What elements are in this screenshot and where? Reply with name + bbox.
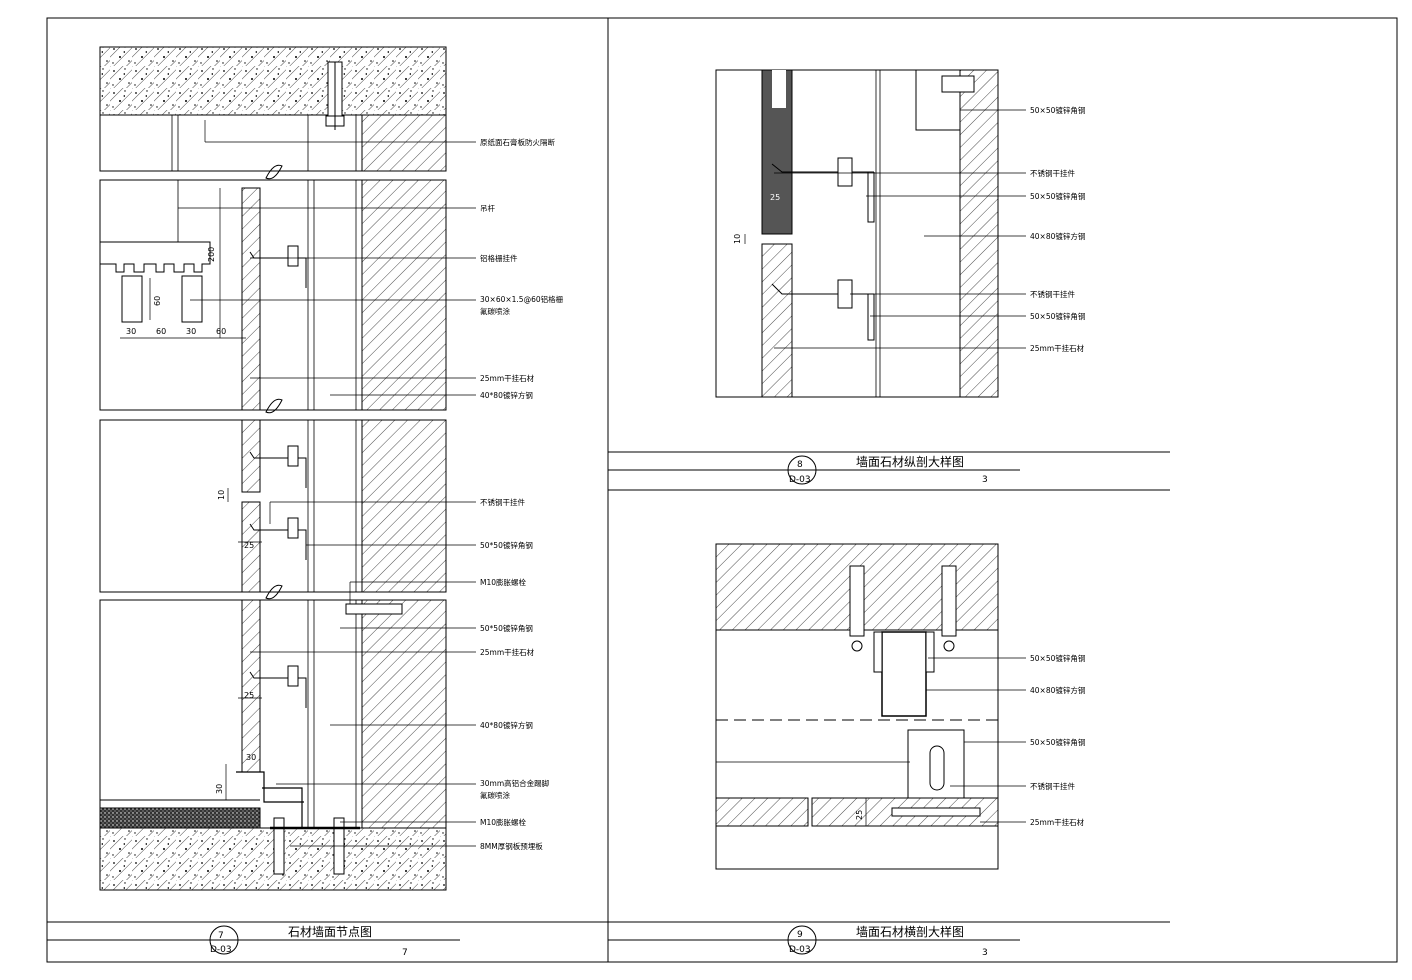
dim-30-c: 30 xyxy=(246,753,256,762)
dim-60-vertical: 60 xyxy=(153,296,162,306)
dim-30-a: 30 xyxy=(126,327,136,336)
label-ss-hanger-1: 不锈钢干挂件 xyxy=(1030,168,1075,178)
dim-200: 200 xyxy=(207,247,216,262)
dim-60-a: 60 xyxy=(156,327,166,336)
label-stone-2: 25mm干挂石材 xyxy=(480,647,535,657)
detail-8-scale: 3 xyxy=(982,475,988,485)
label-ss-hanger: 不锈钢干挂件 xyxy=(480,497,525,507)
label-aluminum-hanger: 铝格栅挂件 xyxy=(480,253,518,263)
detail-9-number: 9 xyxy=(797,930,803,940)
detail-8-number: 8 xyxy=(797,460,803,470)
label-bolt-1: M10膨胀螺栓 xyxy=(480,577,527,587)
label-grille: 30×60×1.5@60铝格栅 xyxy=(480,294,564,304)
label-alu-profile: 30mm高铝合金踢脚 xyxy=(480,778,549,788)
label-fireproof-board: 原纸面石膏板防火隔断 xyxy=(480,137,555,147)
dim-25-b: 25 xyxy=(244,691,254,700)
detail-7-title: 石材墙面节点图 xyxy=(288,925,372,939)
dim-30-d: 30 xyxy=(215,784,224,794)
detail-7-number: 7 xyxy=(218,931,224,941)
dim-10: 10 xyxy=(217,490,226,500)
label-channel-1: 40*80镀锌方钢 xyxy=(480,390,533,400)
label-angle-1: 50×50镀锌角钢 xyxy=(1030,653,1085,663)
detail-7-sheet: D-03 xyxy=(210,945,232,955)
label-stone: 25mm干挂石材 xyxy=(1030,817,1085,827)
detail-8-title: 墙面石材纵剖大样图 xyxy=(856,454,964,469)
label-channel-2: 40*80镀锌方钢 xyxy=(480,720,533,730)
label-angle-2: 50×50镀锌角钢 xyxy=(1030,737,1085,747)
label-angle-1: 50×50镀锌角钢 xyxy=(1030,191,1085,201)
detail-7-scale: 7 xyxy=(402,948,408,958)
label-grille-coating: 氟碳喷涂 xyxy=(480,306,510,316)
horizontal-section-detail: 25 50×50镀锌角钢 40×80镀锌方钢 50×50镀锌角钢 不锈钢干挂件 … xyxy=(608,543,1170,958)
label-stone-1: 25mm干挂石材 xyxy=(480,373,535,383)
label-angle-top: 50×50镀锌角钢 xyxy=(1030,105,1085,115)
label-angle-1: 50*50镀锌角钢 xyxy=(480,540,533,550)
dim-60-b: 60 xyxy=(216,327,226,336)
label-ss-hanger-2: 不锈钢干挂件 xyxy=(1030,289,1075,299)
label-angle-2: 50×50镀锌角钢 xyxy=(1030,311,1085,321)
dim-10: 10 xyxy=(733,234,742,244)
label-channel: 40×80镀锌方钢 xyxy=(1030,231,1085,241)
label-hanger: 吊杆 xyxy=(480,203,495,213)
detail-9-sheet: D-03 xyxy=(789,945,811,955)
dim-30-b: 30 xyxy=(186,327,196,336)
dim-25-a: 25 xyxy=(244,541,254,550)
vertical-section-detail: 25 10 50×50镀锌角钢 不锈钢干挂件 50×50镀锌角钢 40×80镀锌… xyxy=(608,69,1170,491)
dim-25: 25 xyxy=(770,193,780,202)
label-angle-2: 50*50镀锌角钢 xyxy=(480,623,533,633)
label-ss-hanger: 不锈钢干挂件 xyxy=(1030,781,1075,791)
detail-8-sheet: D-03 xyxy=(789,475,811,485)
label-channel: 40×80镀锌方钢 xyxy=(1030,685,1085,695)
label-steel-plate: 8MM厚钢板预埋板 xyxy=(480,841,543,851)
detail-9-title: 墙面石材横剖大样图 xyxy=(856,924,964,939)
detail-9-scale: 3 xyxy=(982,948,988,958)
label-bolt-2: M10膨胀螺栓 xyxy=(480,817,527,827)
label-stone: 25mm干挂石材 xyxy=(1030,343,1085,353)
label-alu-profile-coating: 氟碳喷涂 xyxy=(480,790,510,800)
dim-25: 25 xyxy=(855,810,864,820)
stone-wall-node-detail: 200 60 30 60 30 60 10 25 25 30 30 原纸面石膏板… xyxy=(47,46,608,958)
